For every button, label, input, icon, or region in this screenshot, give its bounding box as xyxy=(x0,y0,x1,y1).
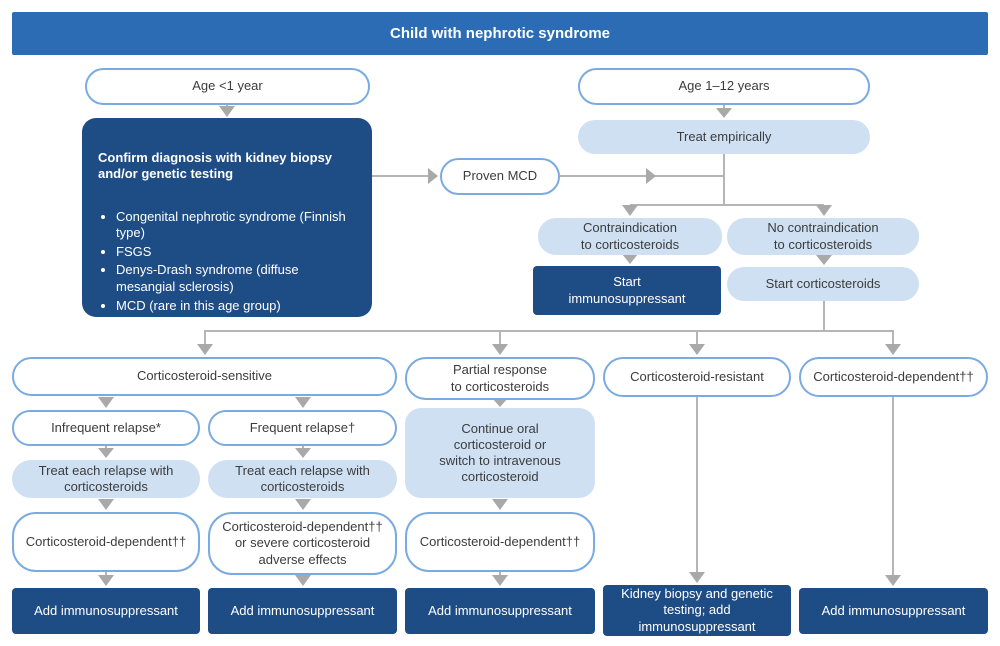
node-partial-response: Partial response to corticosteroids xyxy=(405,357,595,400)
node-contraindication: Contraindication to corticosteroids xyxy=(538,218,722,255)
arrowhead-down xyxy=(816,255,832,265)
arrowhead-down xyxy=(492,575,508,586)
node-frequent-relapse: Frequent relapse† xyxy=(208,410,397,446)
connector-line xyxy=(204,330,894,346)
node-add-immunosuppressant-3: Add immunosuppressant xyxy=(405,588,595,634)
node-corticosteroid-dependent-partial: Corticosteroid-dependent†† xyxy=(405,512,595,572)
flowchart-title: Child with nephrotic syndrome xyxy=(12,12,988,55)
confirm-diagnosis-bullet-list: Congenital nephrotic syndrome (Finnish t… xyxy=(98,209,356,315)
arrowhead-down xyxy=(295,397,311,408)
arrowhead-down xyxy=(295,499,311,510)
node-confirm-diagnosis: Confirm diagnosis with kidney biopsy and… xyxy=(82,118,372,317)
node-corticosteroid-resistant: Corticosteroid-resistant xyxy=(603,357,791,397)
bullet-item: Congenital nephrotic syndrome (Finnish t… xyxy=(116,209,356,242)
arrowhead-down xyxy=(295,448,311,458)
arrowhead-down xyxy=(219,106,235,117)
node-add-immunosuppressant-1: Add immunosuppressant xyxy=(12,588,200,634)
arrowhead-down xyxy=(295,575,311,586)
node-treat-each-relapse-2: Treat each relapse with corticosteroids xyxy=(208,460,397,498)
node-age-1-12-years: Age 1–12 years xyxy=(578,68,870,105)
arrowhead-down xyxy=(98,499,114,510)
node-corticosteroid-dependent-infrequent: Corticosteroid-dependent†† xyxy=(12,512,200,572)
arrowhead-right xyxy=(646,168,656,184)
confirm-diagnosis-title: Confirm diagnosis with kidney biopsy and… xyxy=(98,149,333,182)
bullet-item: FSGS xyxy=(116,244,356,261)
arrowhead-down xyxy=(816,205,832,216)
node-continue-oral-corticosteroid: Continue oral corticosteroid or switch t… xyxy=(405,408,595,498)
node-age-under-1-year: Age <1 year xyxy=(85,68,370,105)
node-corticosteroid-dependent: Corticosteroid-dependent†† xyxy=(799,357,988,397)
node-start-immunosuppressant: Start immunosuppressant xyxy=(533,266,721,315)
node-add-immunosuppressant-5: Add immunosuppressant xyxy=(799,588,988,634)
node-start-corticosteroids: Start corticosteroids xyxy=(727,267,919,301)
node-corticosteroid-sensitive: Corticosteroid-sensitive xyxy=(12,357,397,396)
node-no-contraindication: No contraindication to corticosteroids xyxy=(727,218,919,255)
arrowhead-down xyxy=(885,344,901,355)
arrowhead-down xyxy=(622,205,638,216)
node-corticosteroid-dependent-severe: Corticosteroid-dependent†† or severe cor… xyxy=(208,512,397,575)
arrowhead-down xyxy=(885,575,901,586)
node-treat-empirically: Treat empirically xyxy=(578,120,870,154)
node-kidney-biopsy-add-immunosuppressant: Kidney biopsy and genetic testing; add i… xyxy=(603,585,791,636)
node-infrequent-relapse: Infrequent relapse* xyxy=(12,410,200,446)
arrowhead-down xyxy=(492,499,508,510)
node-add-immunosuppressant-2: Add immunosuppressant xyxy=(208,588,397,634)
arrowhead-down xyxy=(622,254,638,264)
arrowhead-down xyxy=(98,397,114,408)
arrowhead-down xyxy=(492,344,508,355)
arrowhead-down xyxy=(197,344,213,355)
arrowhead-right xyxy=(428,168,438,184)
bullet-item: Denys-Drash syndrome (diffuse mesangial … xyxy=(116,262,356,295)
bullet-item: MCD (rare in this age group) xyxy=(116,298,356,315)
arrowhead-down xyxy=(689,344,705,355)
arrowhead-down xyxy=(98,448,114,458)
node-proven-mcd: Proven MCD xyxy=(440,158,560,195)
arrowhead-down xyxy=(716,108,732,118)
node-treat-each-relapse-1: Treat each relapse with corticosteroids xyxy=(12,460,200,498)
arrowhead-down xyxy=(98,575,114,586)
arrowhead-down xyxy=(689,572,705,583)
